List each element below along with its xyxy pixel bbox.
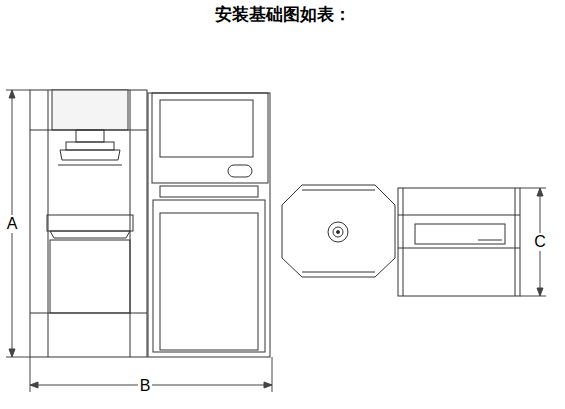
top-view (282, 185, 395, 277)
dimension-label: C (532, 233, 548, 251)
side-view (398, 188, 520, 296)
front-view (30, 90, 270, 357)
dimension-lines (6, 90, 546, 392)
title: 安装基础图如表： (215, 6, 351, 23)
dimension-label: B (138, 377, 153, 395)
dimension-label: A (5, 215, 20, 233)
